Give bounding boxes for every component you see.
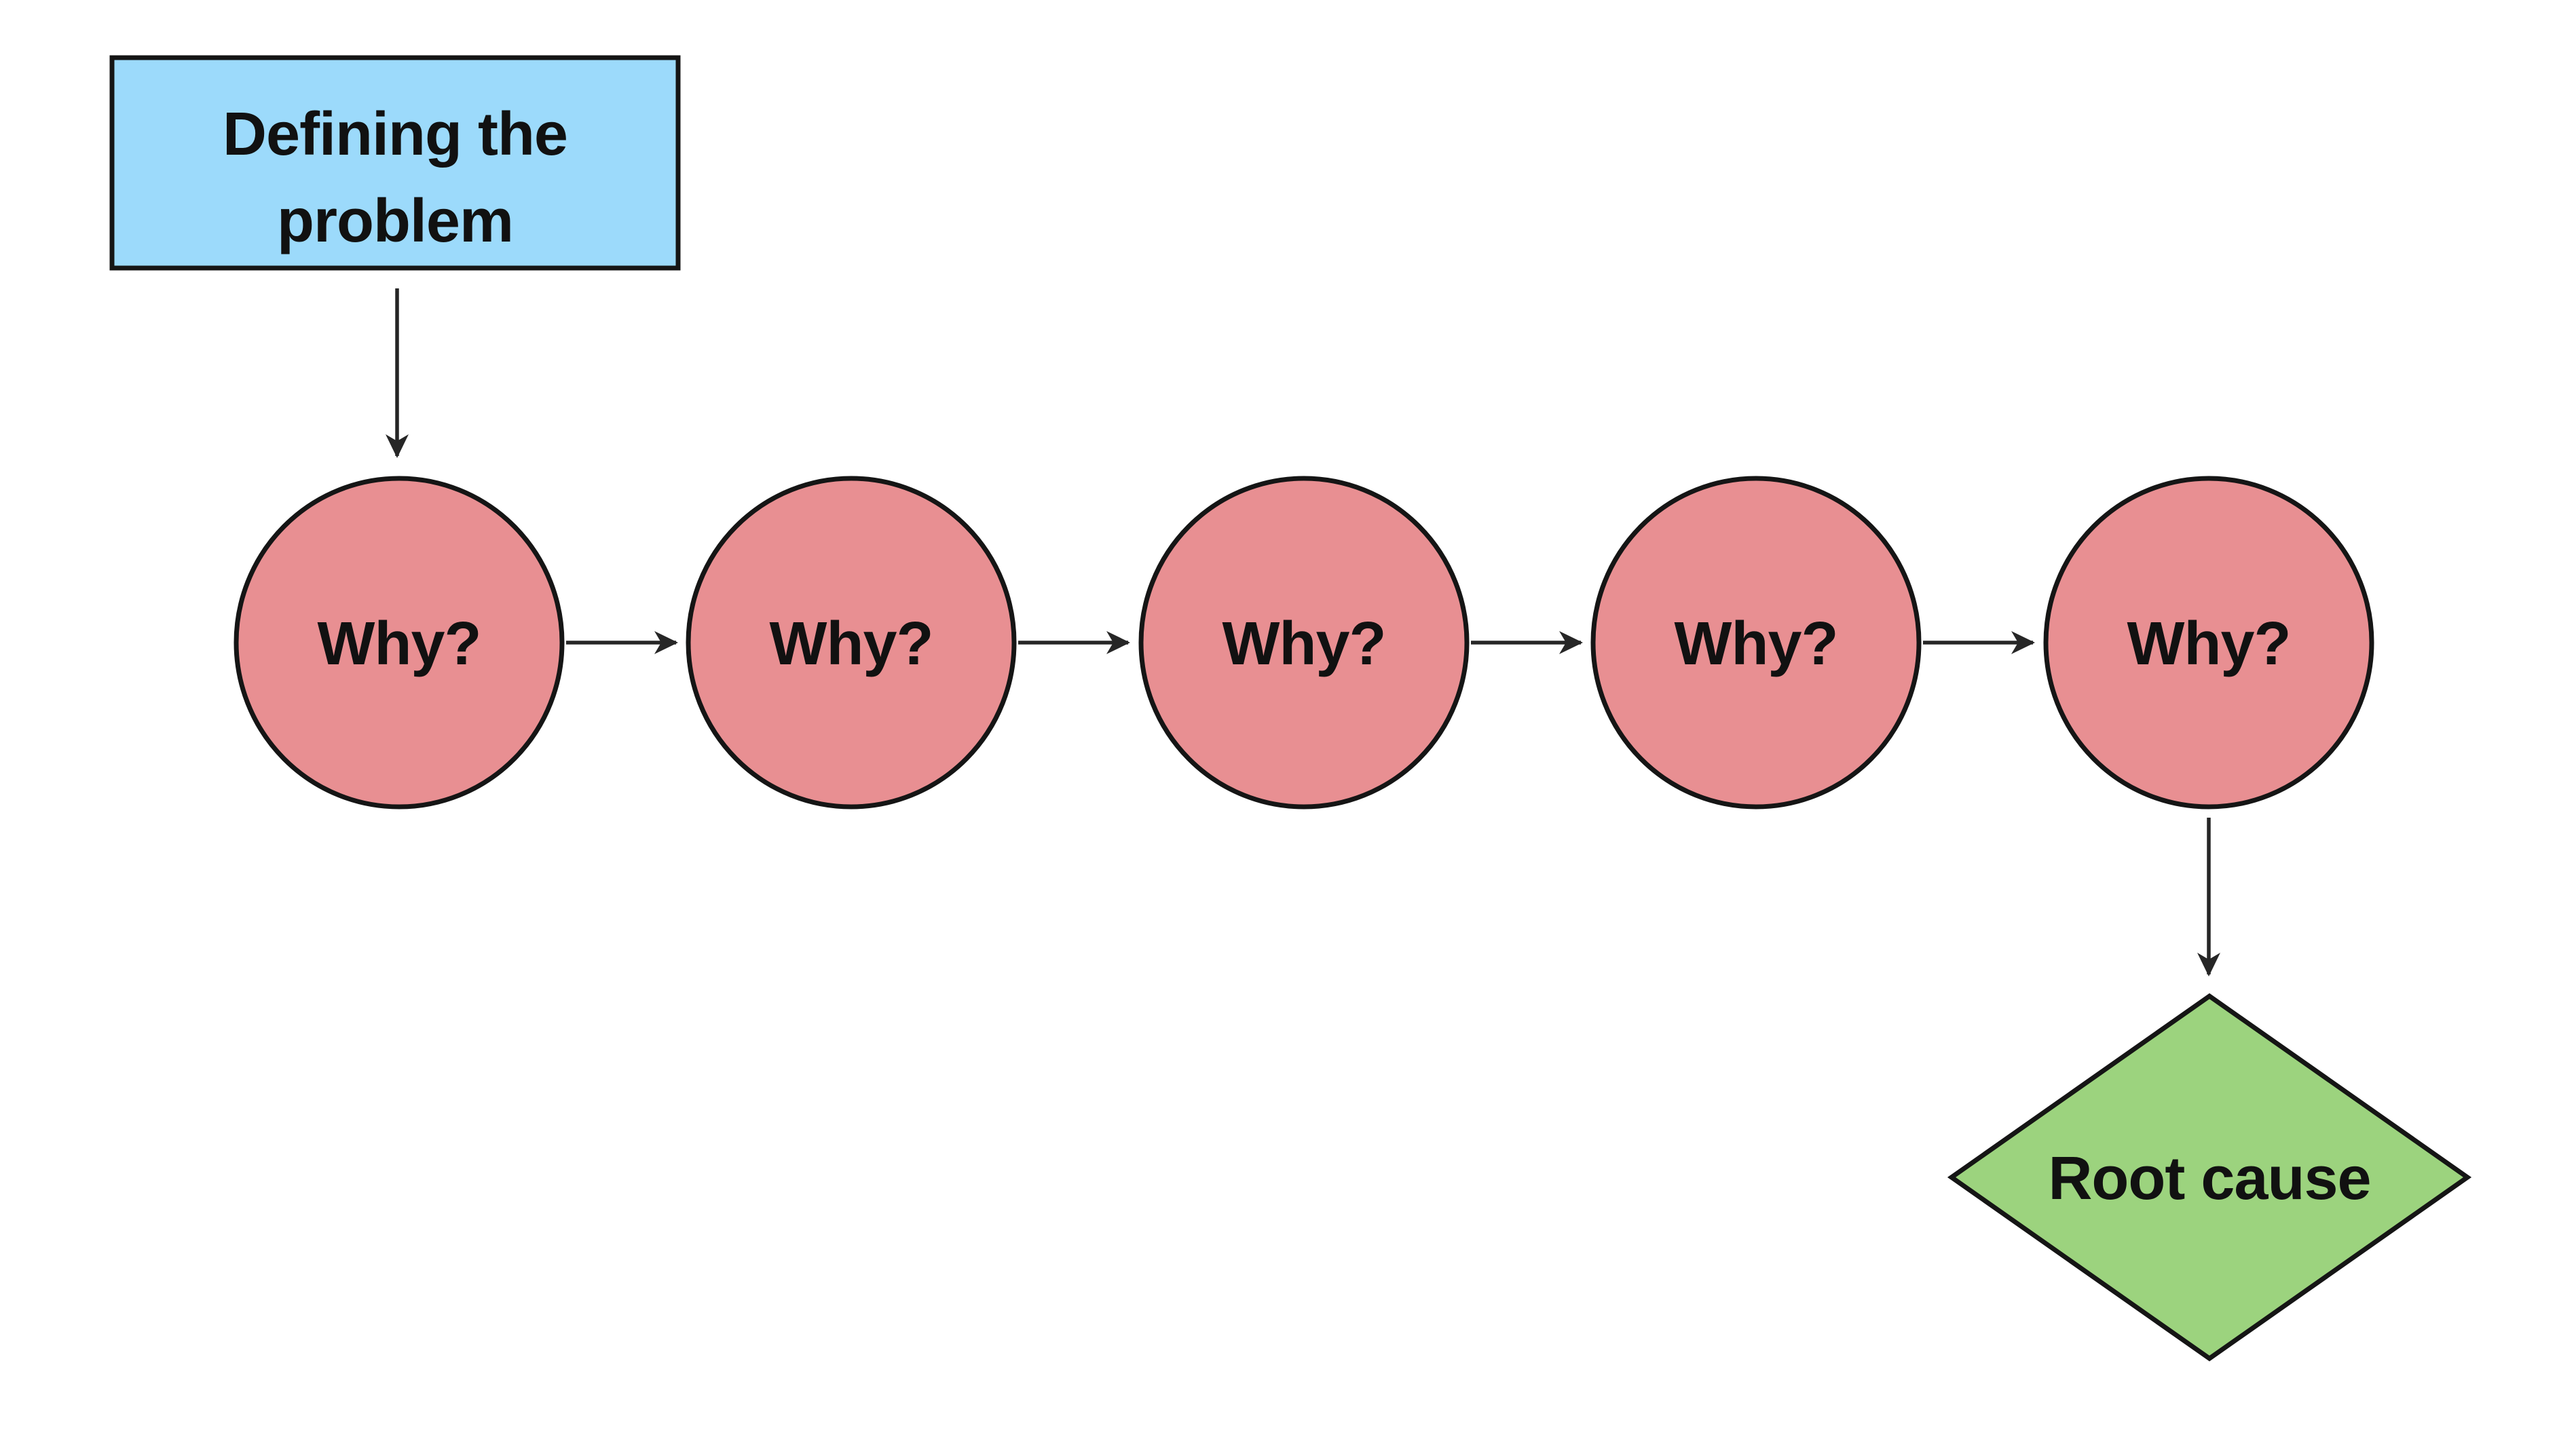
why-node-2-label: Why?	[770, 610, 933, 678]
why-node-4	[1590, 476, 1922, 810]
why-node-3-label: Why?	[1222, 610, 1386, 678]
why-node-4-label: Why?	[1675, 610, 1838, 678]
problem-node-label-line1: Defining the	[223, 100, 567, 168]
why-node-1	[234, 476, 565, 810]
root-cause-node	[1947, 993, 2472, 1362]
why-node-5	[2043, 476, 2374, 810]
why-node-5-label: Why?	[2127, 610, 2291, 678]
root-cause-label: Root cause	[2048, 1145, 2370, 1213]
why-node-3	[1138, 476, 1470, 810]
problem-node-label-line2: problem	[277, 187, 513, 255]
problem-node	[109, 55, 681, 271]
why-node-2	[686, 476, 1017, 810]
why-node-1-label: Why?	[318, 610, 481, 678]
